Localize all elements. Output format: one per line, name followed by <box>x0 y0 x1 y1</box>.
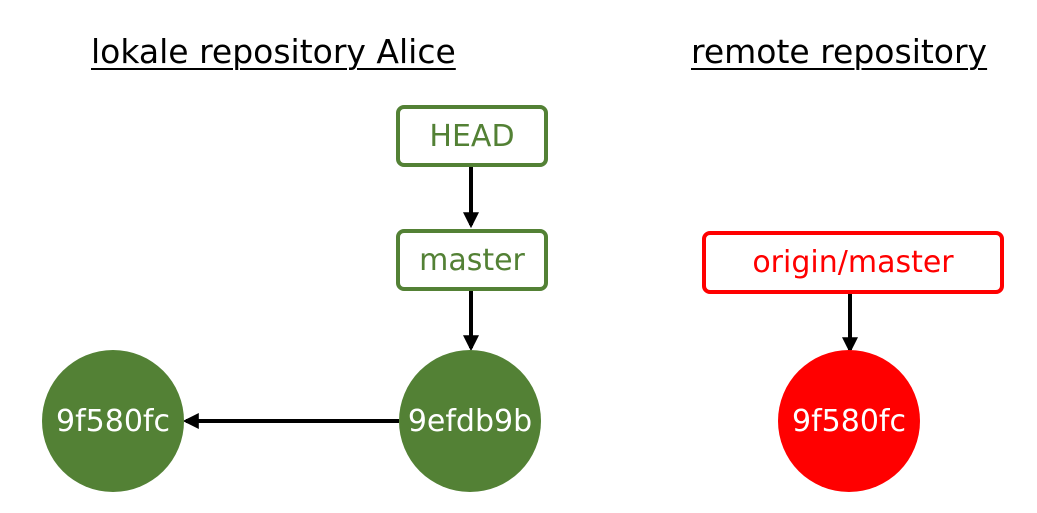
commit-9f580fc-local: 9f580fc <box>42 350 184 492</box>
origin-master-ref-box: origin/master <box>702 231 1004 294</box>
remote-repository-heading: remote repository <box>691 32 988 71</box>
head-ref-box: HEAD <box>396 105 548 167</box>
commit-9efdb9b: 9efdb9b <box>399 350 541 492</box>
commit-9f580fc-remote: 9f580fc <box>778 350 920 492</box>
local-repository-heading: lokale repository Alice <box>91 32 456 71</box>
master-ref-box: master <box>396 229 548 291</box>
